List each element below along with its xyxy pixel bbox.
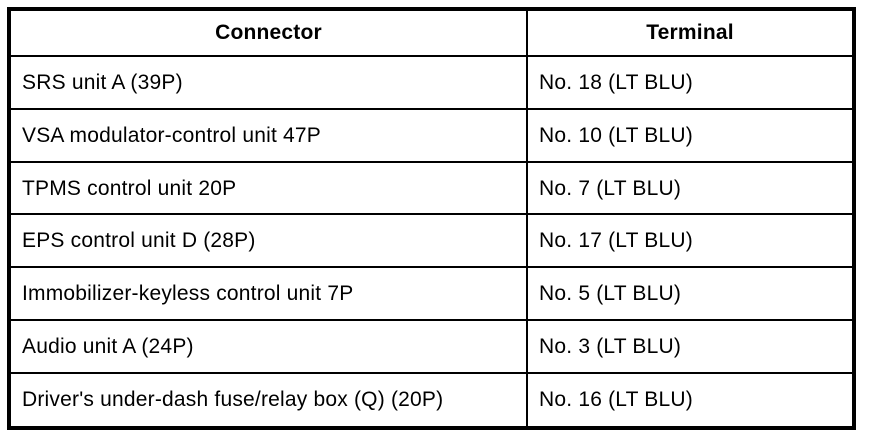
table-row: Audio unit A (24P) No. 3 (LT BLU) [8, 319, 855, 374]
connector-cell: Driver's under-dash fuse/relay box (Q) (… [8, 371, 528, 430]
terminal-cell: No. 16 (LT BLU) [526, 371, 855, 430]
terminal-cell: No. 10 (LT BLU) [526, 107, 855, 163]
table-row: SRS unit A (39P) No. 18 (LT BLU) [8, 55, 855, 110]
terminal-cell: No. 17 (LT BLU) [526, 213, 855, 269]
table-row: TPMS control unit 20P No. 7 (LT BLU) [8, 160, 855, 216]
connector-cell: Immobilizer-keyless control unit 7P [8, 266, 528, 322]
connector-cell: VSA modulator-control unit 47P [8, 107, 528, 163]
connector-terminal-table: Connector Terminal SRS unit A (39P) No. … [7, 7, 856, 430]
table-row: Driver's under-dash fuse/relay box (Q) (… [8, 371, 855, 430]
column-header-connector: Connector [8, 8, 528, 57]
connector-cell: TPMS control unit 20P [8, 160, 528, 216]
column-header-terminal: Terminal [526, 8, 855, 57]
table-header-row: Connector Terminal [8, 8, 855, 57]
terminal-cell: No. 18 (LT BLU) [526, 55, 855, 110]
terminal-cell: No. 5 (LT BLU) [526, 266, 855, 322]
terminal-cell: No. 3 (LT BLU) [526, 319, 855, 374]
connector-cell: SRS unit A (39P) [8, 55, 528, 110]
table-row: VSA modulator-control unit 47P No. 10 (L… [8, 107, 855, 163]
terminal-cell: No. 7 (LT BLU) [526, 160, 855, 216]
connector-cell: Audio unit A (24P) [8, 319, 528, 374]
table-row: EPS control unit D (28P) No. 17 (LT BLU) [8, 213, 855, 269]
connector-cell: EPS control unit D (28P) [8, 213, 528, 269]
table-row: Immobilizer-keyless control unit 7P No. … [8, 266, 855, 322]
